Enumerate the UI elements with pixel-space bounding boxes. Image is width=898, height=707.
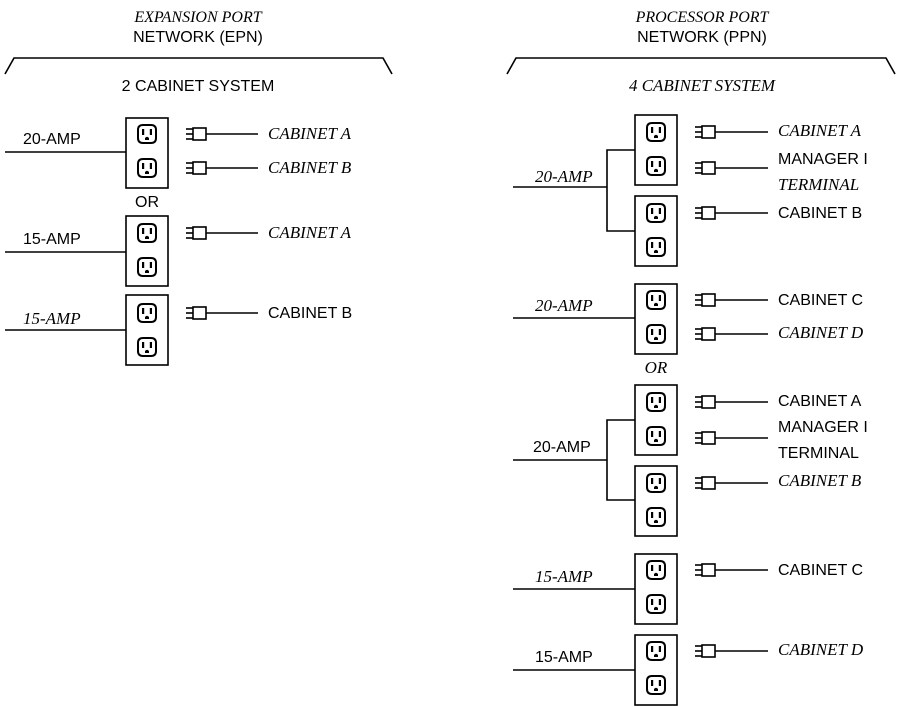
branch-line [606, 419, 635, 501]
epn-circuit-15amp-a: 15-AMP CABINET A [5, 215, 352, 287]
outlet-icon [646, 122, 666, 142]
circuit-amp-label: 20-AMP [535, 167, 593, 186]
circuit-amp-label: 20-AMP [535, 296, 593, 315]
outlet-icon [646, 473, 666, 493]
circuit-amp-label: 15-AMP [535, 649, 593, 666]
outlet-icon [646, 675, 666, 695]
epn-title-line1: EXPANSION PORT [133, 9, 262, 26]
plug-icon [694, 644, 716, 658]
target-label: CABINET C [778, 292, 863, 309]
plug-icon [185, 306, 207, 320]
ppn-section: PROCESSOR PORT NETWORK (PPN) 4 CABINET S… [506, 9, 896, 706]
ppn-title-line2: NETWORK (PPN) [637, 29, 767, 46]
plug-icon [185, 127, 207, 141]
target-label: CABINET A [778, 121, 862, 140]
epn-system-label: 2 CABINET SYSTEM [122, 78, 275, 95]
outlet-icon [137, 158, 157, 178]
ppn-title-line1: PROCESSOR PORT [635, 9, 770, 26]
target-label: CABINET B [778, 471, 862, 490]
target-label: TERMINAL [778, 175, 859, 194]
plug-icon [694, 395, 716, 409]
circuit-amp-label: 15-AMP [23, 231, 81, 248]
ppn-option2-circuit-20amp: 20-AMP CABINET A MANAGER I TERMINAL CABI… [513, 384, 868, 537]
target-label: MANAGER I [778, 151, 868, 168]
ppn-bracket [506, 57, 896, 75]
circuit-amp-label: 20-AMP [533, 439, 591, 456]
target-label: CABINET A [778, 393, 862, 410]
epn-bracket [4, 57, 393, 75]
outlet-icon [646, 560, 666, 580]
plug-icon [694, 206, 716, 220]
outlet-icon [646, 203, 666, 223]
target-label: CABINET C [778, 562, 863, 579]
outlet-icon [137, 303, 157, 323]
outlet-icon [646, 426, 666, 446]
outlet-icon [646, 156, 666, 176]
target-label: MANAGER I [778, 419, 868, 436]
target-label: CABINET B [778, 205, 862, 222]
outlet-icon [646, 237, 666, 257]
plug-icon [185, 161, 207, 175]
outlet-icon [646, 324, 666, 344]
branch-line [606, 149, 635, 232]
target-label: CABINET D [778, 323, 864, 342]
outlet-icon [646, 290, 666, 310]
target-label: CABINET B [268, 158, 352, 177]
ppn-option2-circuit-15amp-c: 15-AMP CABINET C [513, 553, 863, 625]
plug-icon [185, 226, 207, 240]
circuit-amp-label: 15-AMP [23, 309, 81, 328]
circuit-amp-label: 15-AMP [535, 567, 593, 586]
outlet-icon [646, 507, 666, 527]
circuit-amp-label: 20-AMP [23, 131, 81, 148]
plug-icon [694, 327, 716, 341]
epn-circuit-15amp-b: 15-AMP CABINET B [5, 294, 352, 366]
outlet-icon [646, 392, 666, 412]
outlet-icon [137, 124, 157, 144]
epn-or-label: OR [135, 194, 159, 211]
plug-icon [694, 431, 716, 445]
ppn-or-label: OR [645, 358, 668, 377]
plug-icon [694, 476, 716, 490]
outlet-icon [646, 641, 666, 661]
outlet-icon [646, 594, 666, 614]
target-label: CABINET D [778, 640, 864, 659]
ppn-option1-circuit-20amp-second: 20-AMP CABINET C CABINET D [513, 283, 864, 355]
target-label: TERMINAL [778, 445, 859, 462]
plug-icon [694, 563, 716, 577]
epn-section: EXPANSION PORT NETWORK (EPN) 2 CABINET S… [4, 9, 393, 366]
target-label: CABINET A [268, 124, 352, 143]
outlet-icon [137, 257, 157, 277]
outlet-icon [137, 337, 157, 357]
ppn-option1-circuit-20amp: 20-AMP CABINET A MANAGER I TERMINAL CABI… [513, 114, 868, 267]
outlet-icon [137, 223, 157, 243]
target-label: CABINET B [268, 305, 352, 322]
plug-icon [694, 125, 716, 139]
ppn-option2-circuit-15amp-d: 15-AMP CABINET D [513, 634, 864, 706]
plug-icon [694, 161, 716, 175]
ppn-system-label: 4 CABINET SYSTEM [629, 76, 776, 95]
epn-title-line2: NETWORK (EPN) [133, 29, 263, 46]
plug-icon [694, 293, 716, 307]
epn-circuit-20amp: 20-AMP CABINET A CABINET B [5, 117, 352, 189]
target-label: CABINET A [268, 223, 352, 242]
